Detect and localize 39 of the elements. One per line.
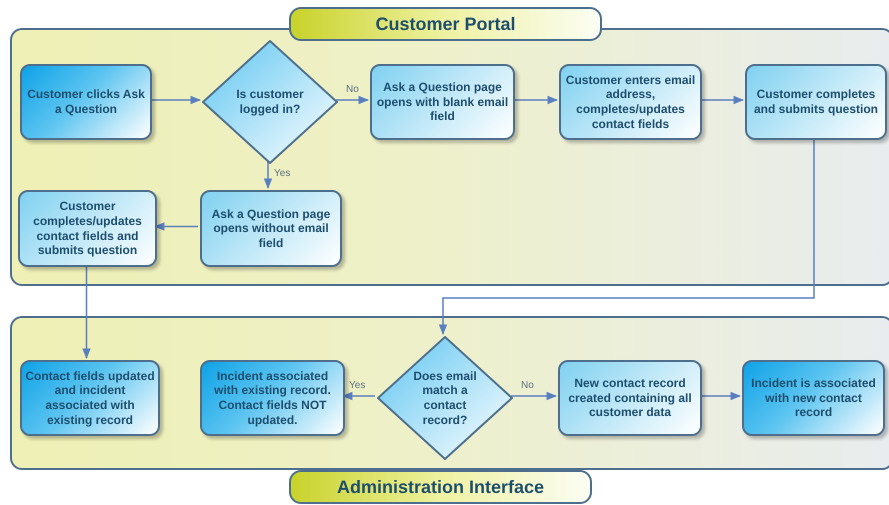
edge-label: Yes xyxy=(274,168,290,179)
arrow xyxy=(82,265,91,360)
arrow xyxy=(336,96,370,104)
edge-label: No xyxy=(346,84,359,95)
process-text: Incident associated with existing record. Contact fields NOT updated. xyxy=(213,368,332,428)
edge-label: Yes xyxy=(349,380,366,391)
arrow xyxy=(513,96,558,104)
process-text: Ask a Question page opens without email field xyxy=(210,206,332,250)
process-box xyxy=(742,360,885,436)
decision-diamond xyxy=(377,336,513,460)
process-text: Incident is associated with new contact record xyxy=(750,376,877,420)
process-box xyxy=(20,64,152,140)
process-box xyxy=(558,360,702,436)
process-text: Customer clicks Ask a Question xyxy=(26,87,146,117)
process-box xyxy=(200,360,345,436)
decision-diamond xyxy=(202,40,338,164)
arrow xyxy=(438,138,815,336)
arrow xyxy=(264,162,272,190)
process-box xyxy=(745,64,887,140)
process-box xyxy=(18,190,157,267)
decision-text: Does email match a contact record? xyxy=(412,368,478,428)
swimlane-title: Administration Interface xyxy=(289,470,592,504)
process-text: New contact record created containing all customer data xyxy=(567,376,693,420)
arrow xyxy=(511,392,558,400)
edge-label: No xyxy=(521,380,534,391)
process-text: Customer completes and submits question xyxy=(752,87,879,117)
process-text: Customer enters email address, completes/updates contact fields xyxy=(564,72,696,132)
process-box xyxy=(20,360,160,436)
swimlane-title: Customer Portal xyxy=(289,7,602,41)
arrow xyxy=(700,96,744,104)
process-text: Contact fields updated and incident associated with existing record xyxy=(25,368,155,428)
decision-text: Is customer logged in? xyxy=(235,87,305,117)
process-box xyxy=(559,64,702,140)
arrow xyxy=(700,392,742,400)
process-box xyxy=(370,64,515,140)
arrow xyxy=(150,96,202,104)
process-text: Customer completes/updates contact fields and submits question xyxy=(32,199,143,258)
process-text: Ask a Question page opens with blank email field xyxy=(376,80,510,124)
process-box xyxy=(200,190,342,267)
